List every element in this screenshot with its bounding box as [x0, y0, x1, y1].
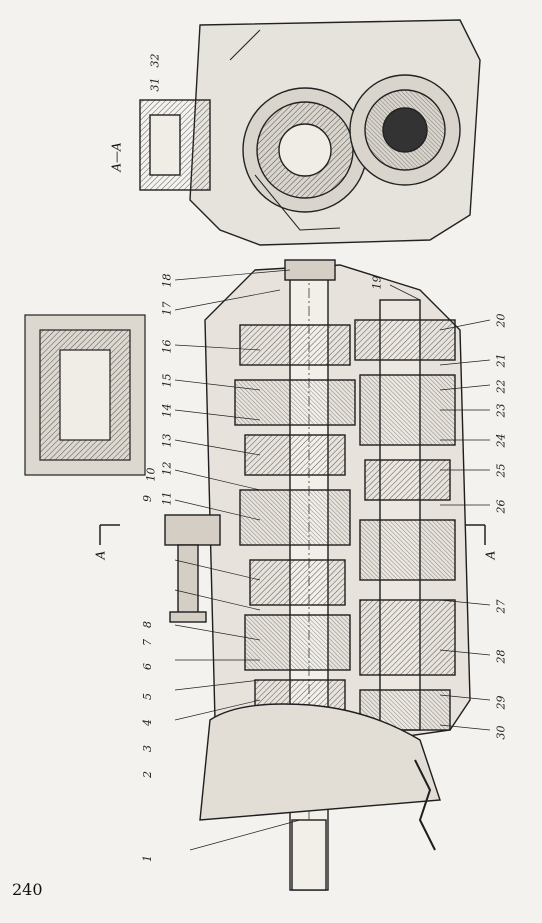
callout-8: 8 — [141, 621, 154, 628]
callout-25: 25 — [494, 463, 508, 478]
section-mark-right: A — [483, 550, 498, 560]
callout-16: 16 — [160, 339, 174, 354]
callout-18: 18 — [160, 273, 174, 288]
callout-4: 4 — [141, 719, 154, 726]
callout-31: 31 — [148, 77, 162, 92]
callout-14: 14 — [160, 403, 174, 418]
gearbox-body — [164, 259, 471, 891]
section-mark-left: A — [93, 550, 108, 560]
side-unit — [24, 314, 146, 476]
callout-13: 13 — [160, 433, 174, 448]
callout-28: 28 — [494, 649, 508, 664]
callout-11: 11 — [160, 491, 174, 506]
callout-7: 7 — [141, 639, 154, 646]
callout-27: 27 — [494, 599, 508, 614]
callout-23: 23 — [494, 403, 508, 418]
callout-21: 21 — [494, 353, 508, 368]
callout-9: 9 — [141, 495, 154, 502]
callout-19: 19 — [370, 275, 384, 290]
callout-22: 22 — [494, 379, 508, 394]
callout-26: 26 — [494, 499, 508, 514]
callout-12: 12 — [160, 461, 174, 476]
callout-3: 3 — [141, 745, 154, 752]
callout-10: 10 — [144, 467, 158, 482]
section-view-a-a — [139, 19, 481, 246]
callout-30: 30 — [494, 725, 508, 740]
callout-2: 2 — [141, 771, 154, 778]
callout-24: 24 — [494, 433, 508, 448]
callout-17: 17 — [160, 301, 174, 316]
callout-6: 6 — [141, 663, 154, 670]
callout-29: 29 — [494, 695, 508, 710]
callout-1: 1 — [141, 855, 154, 862]
section-label: A—A — [109, 142, 124, 172]
callout-32: 32 — [148, 53, 162, 68]
callout-20: 20 — [494, 313, 508, 328]
page-number: 240 — [12, 880, 43, 899]
leader-lines — [99, 269, 491, 851]
callout-15: 15 — [160, 373, 174, 388]
callout-5: 5 — [141, 693, 154, 700]
